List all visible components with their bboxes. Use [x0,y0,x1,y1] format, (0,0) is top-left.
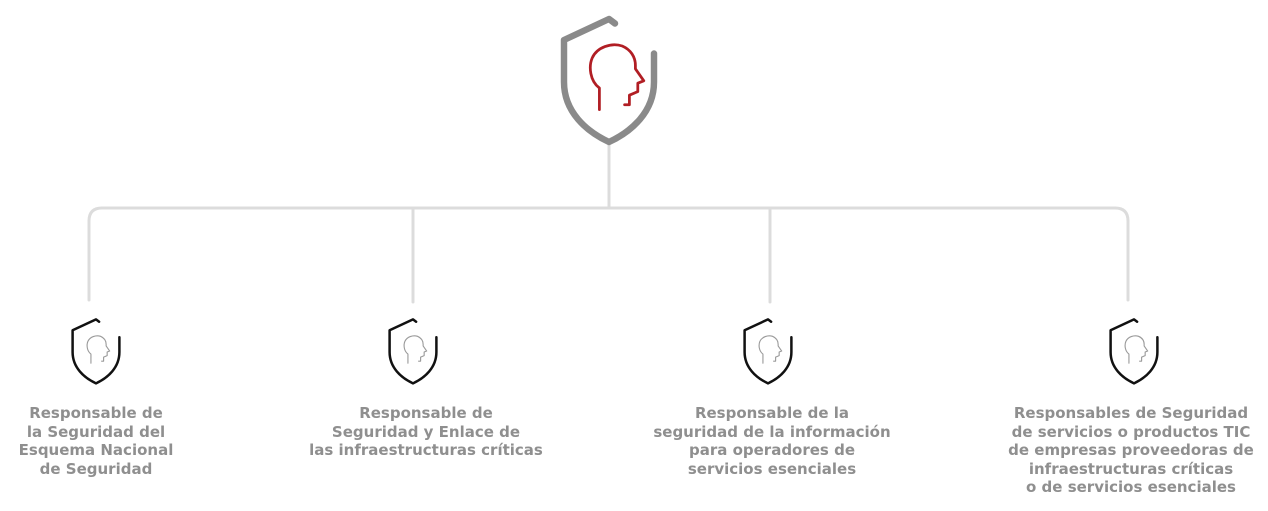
node-1-label: Responsable de la Seguridad del Esquema … [0,404,246,478]
node-1-label-line: la Seguridad del [26,422,166,441]
node-4-label: Responsables de Seguridad de servicios o… [981,404,1268,497]
node-4-label-line: de empresas proveedoras de [1008,441,1254,459]
node-2-label-line: Responsable de [359,404,493,422]
root-head-icon [588,43,646,111]
node-1-head-icon [86,335,111,364]
node-4-label-line: de servicios o productos TIC [1011,422,1251,441]
node-3-label-line: para operadores de [688,441,855,459]
node-4-label-line: o de servicios esenciales [1026,478,1236,496]
node-1-label-line: de Seguridad [39,459,153,478]
node-1-label-line: Esquema Nacional [18,441,174,459]
node-1-shield-icon [71,318,121,385]
node-3-head-icon [758,335,783,364]
node-3-shield-icon [743,318,793,385]
node-4-head-icon [1124,335,1149,364]
node-3-label-line: servicios esenciales [687,459,857,478]
node-4-shield-icon [1109,318,1159,385]
node-2-shield-icon [388,318,438,385]
node-2-label: Responsable de Seguridad y Enlace de las… [276,404,576,460]
node-4-label-line: infraestructuras críticas [1028,459,1234,478]
node-3-label: Responsable de la seguridad de la inform… [622,404,922,478]
node-3-label-line: Responsable de la [694,404,850,422]
node-2-head-icon [403,335,428,364]
node-4-label-line: Responsables de Seguridad [1013,404,1249,422]
root-shield-icon [564,19,654,142]
connector-bus [87,206,1130,302]
node-1-label-line: Responsable de [29,404,163,422]
node-2-label-line: las infraestructuras críticas [309,441,543,459]
node-2-label-line: Seguridad y Enlace de [331,422,521,441]
connector-lines [87,138,1130,304]
node-3-label-line: seguridad de la información [653,422,891,441]
